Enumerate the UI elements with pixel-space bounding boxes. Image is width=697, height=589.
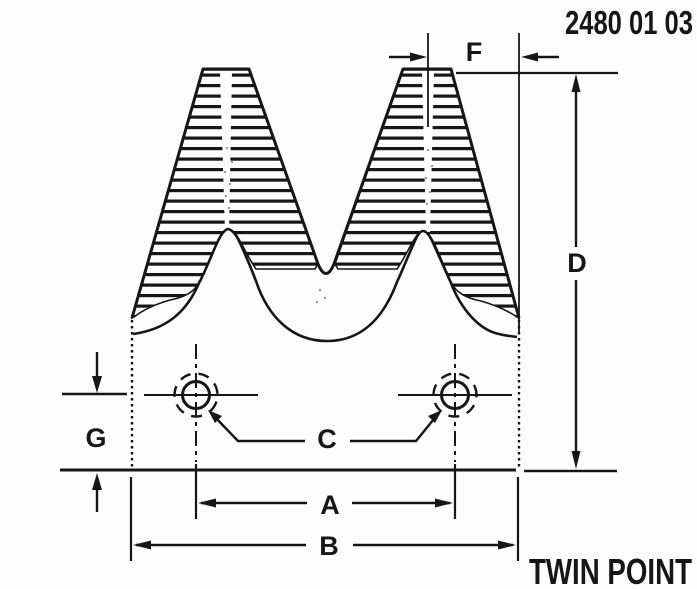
dim-c-arrowhead-left bbox=[208, 410, 222, 423]
dim-d: D bbox=[456, 71, 618, 473]
dim-g: G bbox=[62, 352, 127, 512]
dim-label-f: F bbox=[466, 37, 483, 67]
dim-c-arrowhead-right bbox=[428, 410, 442, 423]
dim-label-g: G bbox=[85, 423, 106, 453]
part-name-label: TWIN POINT bbox=[529, 551, 692, 589]
dim-f-arrowhead-right bbox=[521, 52, 538, 62]
dim-c-leader-left bbox=[211, 413, 305, 443]
dim-d-arrowhead-down bbox=[571, 451, 581, 469]
dim-a: A bbox=[194, 464, 457, 520]
right-hole-dashed-circle bbox=[432, 372, 478, 418]
blade-outline bbox=[60, 67, 521, 472]
right-hole bbox=[398, 344, 512, 462]
outline-points bbox=[130, 67, 521, 319]
dim-g-arrowhead-down bbox=[92, 376, 102, 393]
serration-bands bbox=[130, 69, 521, 320]
dim-label-a: A bbox=[320, 490, 340, 520]
dim-d-arrowhead-up bbox=[571, 74, 581, 92]
right-hole-circle bbox=[440, 380, 470, 410]
dim-f: F bbox=[389, 33, 559, 332]
dim-b-arrowhead-right bbox=[498, 540, 516, 550]
dim-a-arrowhead-left bbox=[198, 498, 216, 508]
part-number: 2480 01 03 bbox=[565, 4, 693, 41]
dim-c: C bbox=[208, 410, 442, 454]
left-hole-dashed-circle bbox=[173, 372, 219, 418]
left-hole-circle bbox=[181, 380, 211, 410]
stipple-dots bbox=[224, 147, 433, 303]
dim-b: B bbox=[129, 477, 520, 561]
dim-c-leader-right bbox=[350, 413, 439, 443]
dim-g-arrowhead-up bbox=[92, 473, 102, 490]
dim-label-b: B bbox=[319, 531, 339, 561]
grind-boundary-curve bbox=[132, 227, 518, 343]
left-point-ridge bbox=[220, 72, 232, 232]
dim-b-arrowhead-left bbox=[133, 540, 151, 550]
dim-label-d: D bbox=[567, 248, 587, 278]
dim-f-arrowhead-left bbox=[410, 52, 427, 62]
left-hole bbox=[144, 344, 258, 462]
dim-a-arrowhead-right bbox=[435, 498, 453, 508]
dim-label-c: C bbox=[317, 424, 337, 454]
